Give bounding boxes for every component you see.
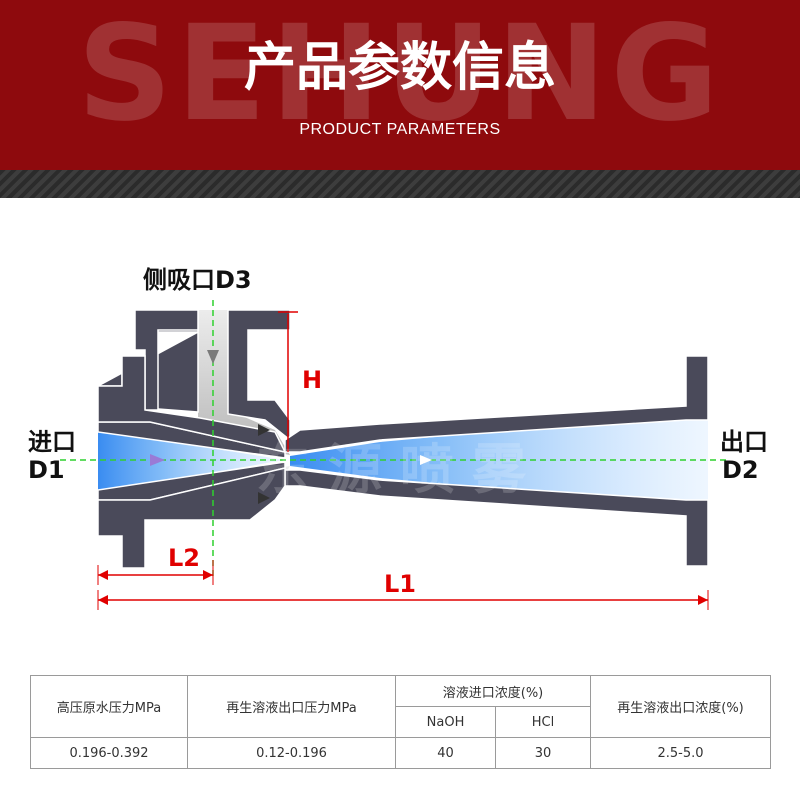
l2-dimension-label: L2 bbox=[168, 544, 200, 572]
l2-arrow-right bbox=[203, 570, 213, 580]
parameter-table: 高压原水压力MPa 再生溶液出口压力MPa 溶液进口浓度(%) 再生溶液出口浓度… bbox=[30, 675, 771, 769]
l1-arrow-right bbox=[698, 595, 708, 605]
header-hcl: HCl bbox=[495, 706, 591, 738]
header-inlet-concentration: 溶液进口浓度(%) bbox=[395, 675, 591, 707]
flow-arrow-lower-icon bbox=[258, 492, 270, 504]
suction-arrow-icon bbox=[207, 350, 219, 364]
diffuser-lower bbox=[284, 469, 709, 567]
page-subtitle: PRODUCT PARAMETERS bbox=[299, 121, 501, 138]
suction-wall-left bbox=[134, 309, 199, 411]
header-raw-pressure: 高压原水压力MPa bbox=[30, 675, 188, 738]
h-dimension-label: H bbox=[302, 366, 322, 394]
throat-fluid bbox=[290, 412, 708, 508]
header-outlet-concentration: 再生溶液出口浓度(%) bbox=[590, 675, 771, 738]
l1-arrow-left bbox=[98, 595, 108, 605]
inlet-label: 进口 bbox=[28, 428, 76, 456]
l1-dimension-label: L1 bbox=[384, 570, 416, 598]
suction-wall-right bbox=[227, 309, 291, 442]
cell-outlet-pressure: 0.12-0.196 bbox=[187, 737, 396, 769]
cell-hcl: 30 bbox=[495, 737, 591, 769]
cell-naoh: 40 bbox=[395, 737, 496, 769]
outlet-code: D2 bbox=[722, 456, 759, 484]
outlet-label: 出口 bbox=[720, 428, 768, 456]
header-banner: SEHUNG 产品参数信息 PRODUCT PARAMETERS bbox=[0, 0, 800, 170]
divider-stripe bbox=[0, 170, 800, 198]
side-inlet-label: 侧吸口D3 bbox=[143, 266, 252, 294]
table-row: 0.196-0.392 0.12-0.196 40 30 2.5-5.0 bbox=[30, 737, 771, 769]
flow-arrow-upper-icon bbox=[258, 424, 270, 436]
header-outlet-pressure: 再生溶液出口压力MPa bbox=[187, 675, 396, 738]
ejector-diagram: H L2 L1 侧吸口D3 进口 D1 出口 D2 东源喷雾 bbox=[28, 266, 768, 610]
page-title: 产品参数信息 bbox=[243, 38, 556, 98]
outlet-arrow-icon bbox=[420, 455, 432, 465]
inlet-code: D1 bbox=[28, 456, 65, 484]
inlet-arrow-icon bbox=[150, 454, 165, 466]
header-naoh: NaOH bbox=[395, 706, 496, 738]
body-lower bbox=[97, 467, 286, 569]
diagram-watermark: 东源喷雾 bbox=[256, 438, 544, 501]
banner-watermark: SEHUNG bbox=[77, 0, 723, 151]
cell-raw-pressure: 0.196-0.392 bbox=[30, 737, 188, 769]
l2-arrow-left bbox=[98, 570, 108, 580]
diffuser-upper bbox=[284, 355, 709, 453]
body-upper-flange bbox=[97, 355, 287, 454]
suction-stream bbox=[198, 310, 290, 455]
inlet-fluid bbox=[98, 430, 285, 492]
cell-outlet-concentration: 2.5-5.0 bbox=[590, 737, 771, 769]
